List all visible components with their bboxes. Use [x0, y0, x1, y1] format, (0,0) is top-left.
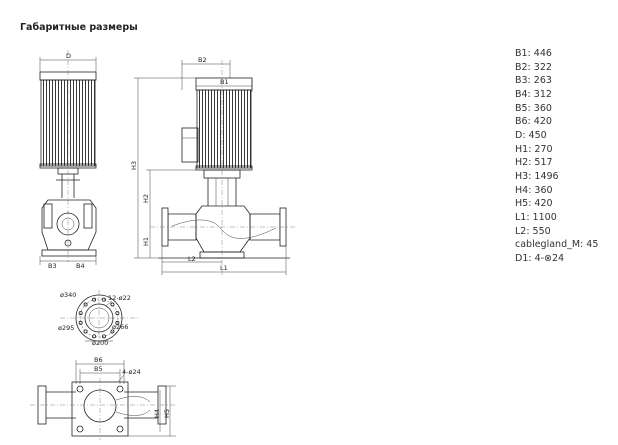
spec-h4: H4: 360 [515, 184, 553, 196]
label-d295: ø295 [58, 324, 74, 332]
flange-bolt-holes [78, 297, 120, 339]
spec-l1: L1: 1100 [515, 211, 557, 223]
spec-b6: B6: 420 [515, 116, 552, 128]
spec-h5: H5: 420 [515, 198, 553, 210]
section-title: Габаритные размеры [20, 22, 138, 33]
label-d266: ø266 [112, 323, 128, 331]
front-view: B2 B1 H3 [130, 56, 296, 276]
side-view: D B3 B4 [39, 50, 97, 270]
label-b5: B5 [94, 365, 103, 373]
spec-d: D: 450 [515, 129, 547, 141]
spec-h2: H2: 517 [515, 157, 553, 169]
bolt-hole [78, 320, 83, 325]
spec-h3: H3: 1496 [515, 170, 559, 182]
top-view: B6 B5 4-ø24 H4 H5 [30, 356, 176, 440]
bolt-hole [115, 320, 120, 325]
label-b2: B2 [198, 56, 207, 64]
label-d: D [66, 52, 71, 60]
flange-view: ø340 12-ø22 ø295 ø266 ø200 [58, 290, 138, 347]
spec-cablegland: cablegland_M: 45 [515, 239, 599, 251]
bolt-hole [110, 302, 115, 307]
bolt-hole [78, 311, 83, 316]
label-d200: ø200 [92, 339, 108, 347]
bolt-hole [92, 297, 97, 302]
dimension-list: B1: 446 B2: 322 B3: 263 B4: 312 B5: 360 … [515, 47, 598, 266]
label-h3: H3 [130, 161, 138, 170]
label-d340: ø340 [60, 291, 76, 299]
bolt-hole [115, 311, 120, 316]
spec-h1: H1: 270 [515, 143, 553, 155]
bolt-hole [92, 334, 97, 339]
spec-b3: B3: 263 [515, 75, 552, 87]
bolt-hole [110, 329, 115, 334]
label-b3: B3 [48, 262, 57, 270]
bolt-hole [101, 297, 106, 302]
bolt-hole [83, 302, 88, 307]
label-b1: B1 [220, 78, 229, 86]
spec-b5: B5: 360 [515, 102, 552, 114]
bolt-hole [83, 329, 88, 334]
label-h5: H5 [163, 409, 171, 418]
label-l1: L1 [220, 264, 228, 272]
label-b4: B4 [76, 262, 85, 270]
spec-b2: B2: 322 [515, 61, 552, 73]
spec-l2: L2: 550 [515, 225, 551, 237]
label-h1: H1 [142, 237, 150, 246]
spec-d1: D1: 4-⊗24 [515, 252, 565, 264]
label-h4: H4 [153, 409, 161, 418]
spec-b4: B4: 312 [515, 88, 552, 100]
bolt-hole [101, 334, 106, 339]
label-h2: H2 [142, 194, 150, 203]
label-holes4: 4-ø24 [122, 368, 141, 376]
label-b6: B6 [94, 356, 103, 364]
label-l2: L2 [188, 255, 196, 263]
spec-b1: B1: 446 [515, 48, 552, 59]
label-holes12: 12-ø22 [108, 294, 131, 302]
